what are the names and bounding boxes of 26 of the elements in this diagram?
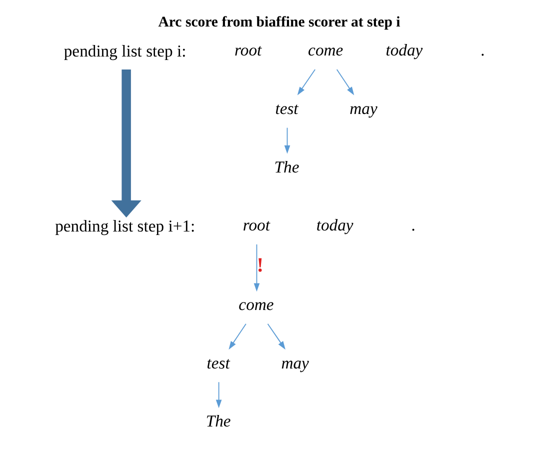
node-text: come bbox=[308, 40, 343, 60]
node-text: root bbox=[234, 40, 262, 60]
arrow bbox=[253, 244, 260, 292]
node-text: today bbox=[385, 40, 422, 60]
node-text: root bbox=[242, 216, 270, 235]
arrow bbox=[284, 127, 290, 154]
node-text: test bbox=[206, 353, 230, 372]
diagram-title: Arc score from biaffine scorer at step i bbox=[158, 14, 400, 30]
arrow bbox=[215, 382, 222, 408]
node-text: . bbox=[411, 216, 416, 235]
arrow bbox=[228, 323, 246, 350]
node-text: may bbox=[280, 353, 308, 372]
arrow bbox=[296, 69, 316, 96]
node-text: pending list step i: bbox=[63, 42, 186, 61]
node-text: The bbox=[205, 412, 230, 431]
node-text: . bbox=[480, 40, 485, 60]
arrow bbox=[266, 323, 285, 350]
node-text: The bbox=[274, 157, 299, 176]
node-text: pending list step i+1: bbox=[54, 216, 195, 236]
node-text: today bbox=[316, 216, 353, 235]
edge-label: ! bbox=[256, 254, 264, 276]
arrow bbox=[110, 69, 141, 218]
arrow bbox=[336, 69, 354, 96]
node-text: may bbox=[349, 98, 377, 118]
node-text: come bbox=[238, 295, 274, 314]
node-text: test bbox=[274, 98, 298, 118]
